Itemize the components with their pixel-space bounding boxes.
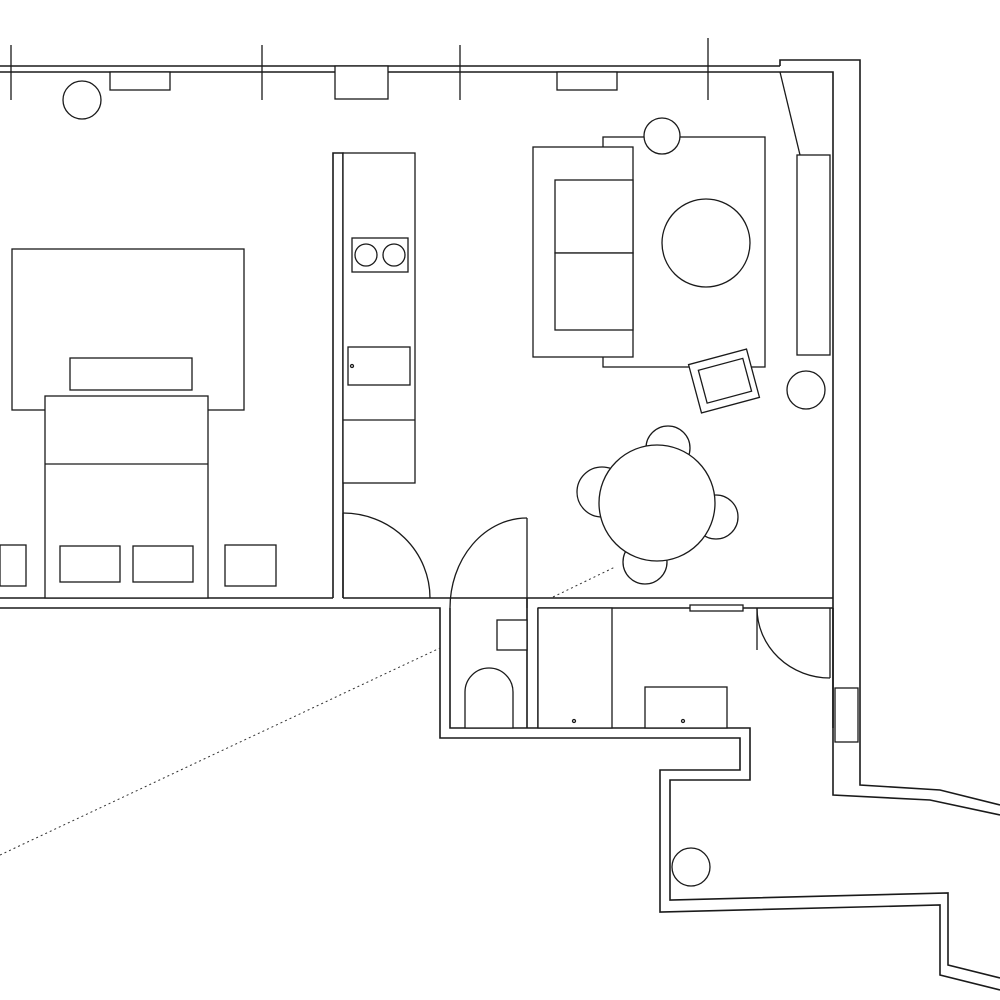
interior-wall <box>332 152 344 598</box>
kitchen-counter <box>342 152 416 484</box>
dining-table <box>576 425 739 585</box>
balcony <box>671 847 711 887</box>
windows <box>10 38 709 120</box>
doors <box>342 512 831 679</box>
bedroom <box>0 248 277 599</box>
sight-lines <box>0 566 616 856</box>
bathroom-fixtures <box>464 604 859 743</box>
living-area <box>532 71 831 414</box>
